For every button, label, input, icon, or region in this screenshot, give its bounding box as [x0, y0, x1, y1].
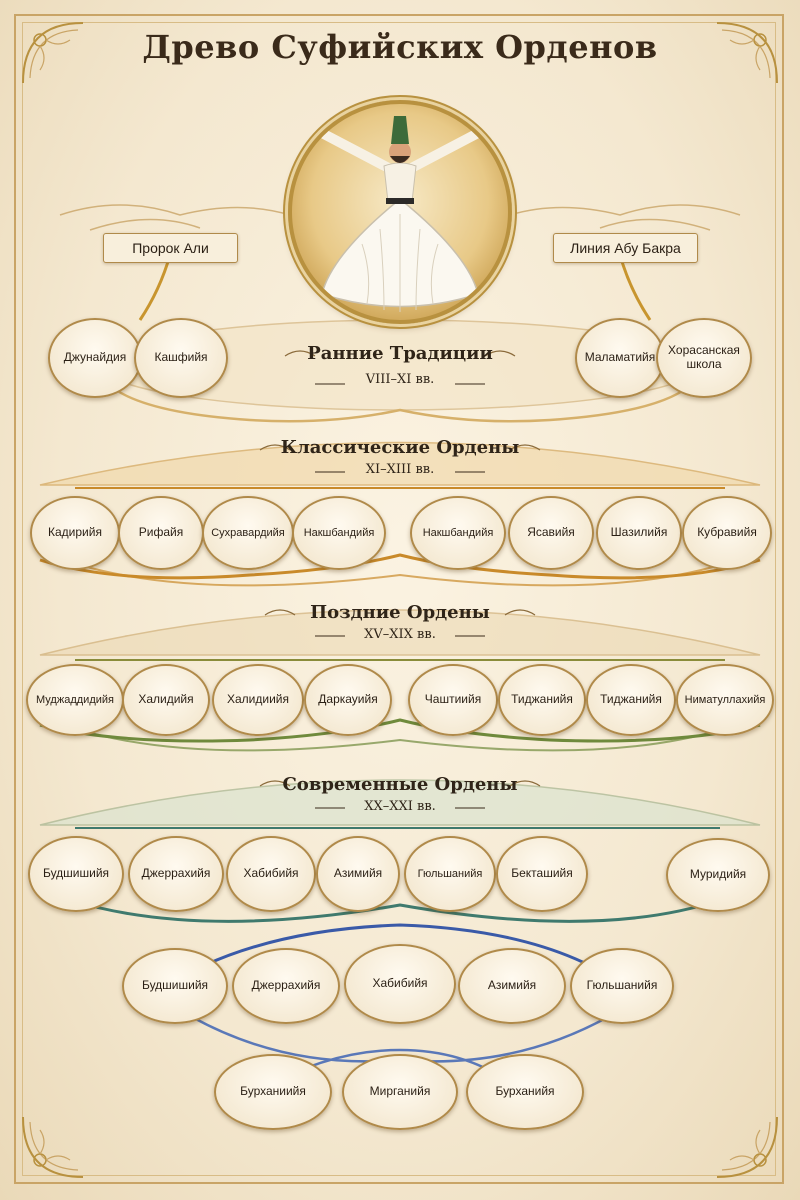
order-node-modern: Азимийя — [316, 836, 400, 912]
order-node-modern-sub: Хабибийя — [344, 944, 456, 1024]
order-node-classical: Кубравийя — [682, 496, 772, 570]
order-node-classical: Кадирийя — [30, 496, 120, 570]
outer-frame — [14, 14, 784, 1184]
order-node-modern: Джеррахийя — [128, 836, 224, 912]
order-node-modern-sub: Будшишийя — [122, 948, 228, 1024]
whirling-dervish-icon — [313, 116, 487, 312]
order-node-classical: Накшбандийя — [410, 496, 506, 570]
root-abu-bakr-line: Линия Абу Бакра — [553, 233, 698, 263]
era-title-early: Ранние Традиции — [307, 343, 493, 364]
dervish-medallion — [288, 100, 512, 324]
order-node-classical: Накшбандийя — [292, 496, 386, 570]
page-title: Древо Суфийских Орденов — [142, 28, 658, 66]
era-period-late: XV–XIX вв. — [364, 627, 436, 642]
order-node-late: Халидийя — [122, 664, 210, 736]
order-node-late: Чаштиийя — [408, 664, 498, 736]
order-node-modern-sub: Азимийя — [458, 948, 566, 1024]
corner-ornament-top-left-icon — [22, 22, 84, 84]
corner-ornament-top-right-icon — [716, 22, 778, 84]
late-era-band — [39, 609, 761, 656]
order-node-late: Тиджанийя — [586, 664, 676, 736]
order-node-modern-sub: Джеррахийя — [232, 948, 340, 1024]
era-title-late: Поздние Ордены — [310, 602, 490, 623]
order-node-classical: Шазилийя — [596, 496, 682, 570]
order-node-modern: Муридийя — [666, 838, 770, 912]
order-node-late: Халидиийя — [212, 664, 304, 736]
order-node-late: Тиджанийя — [498, 664, 586, 736]
inner-frame — [22, 22, 776, 1176]
order-node-classical: Сухравардийя — [202, 496, 294, 570]
order-node-late: Муджаддидийя — [26, 664, 124, 736]
order-node-classical: Рифайя — [118, 496, 204, 570]
order-node-modern: Бекташийя — [496, 836, 588, 912]
order-node-modern-sub: Гюльшанийя — [570, 948, 674, 1024]
era-title-modern: Современные Ордены — [282, 774, 518, 795]
root-prophet-ali: Пророк Али — [103, 233, 238, 263]
order-node-modern: Гюльшанийя — [404, 836, 496, 912]
order-node-late: Даркауийя — [304, 664, 392, 736]
order-node-late: Ниматуллахийя — [676, 664, 774, 736]
order-node-modern-leaf: Бурханийя — [466, 1054, 584, 1130]
order-node-early: Кашфийя — [134, 318, 228, 398]
order-node-modern: Хабибийя — [226, 836, 316, 912]
era-period-classical: XI–XIII вв. — [365, 462, 435, 477]
order-node-modern: Будшишийя — [28, 836, 124, 912]
order-node-early: Хорасанская школа — [656, 318, 752, 398]
corner-ornament-bottom-left-icon — [22, 1116, 84, 1178]
era-period-early: VIII–XI вв. — [365, 372, 435, 387]
order-node-early: Маламатийя — [575, 318, 665, 398]
era-period-modern: XX–XXI вв. — [364, 799, 436, 814]
top-scroll-ornaments — [59, 204, 741, 231]
order-node-modern-leaf: Мирганийя — [342, 1054, 458, 1130]
order-node-modern-leaf: Бурханиийя — [214, 1054, 332, 1130]
classical-era-band — [39, 441, 761, 486]
corner-ornament-bottom-right-icon — [716, 1116, 778, 1178]
modern-era-band — [39, 779, 761, 826]
era-title-classical: Классические Ордены — [280, 437, 520, 458]
order-node-early: Джунайдия — [48, 318, 142, 398]
order-node-classical: Ясавийя — [508, 496, 594, 570]
